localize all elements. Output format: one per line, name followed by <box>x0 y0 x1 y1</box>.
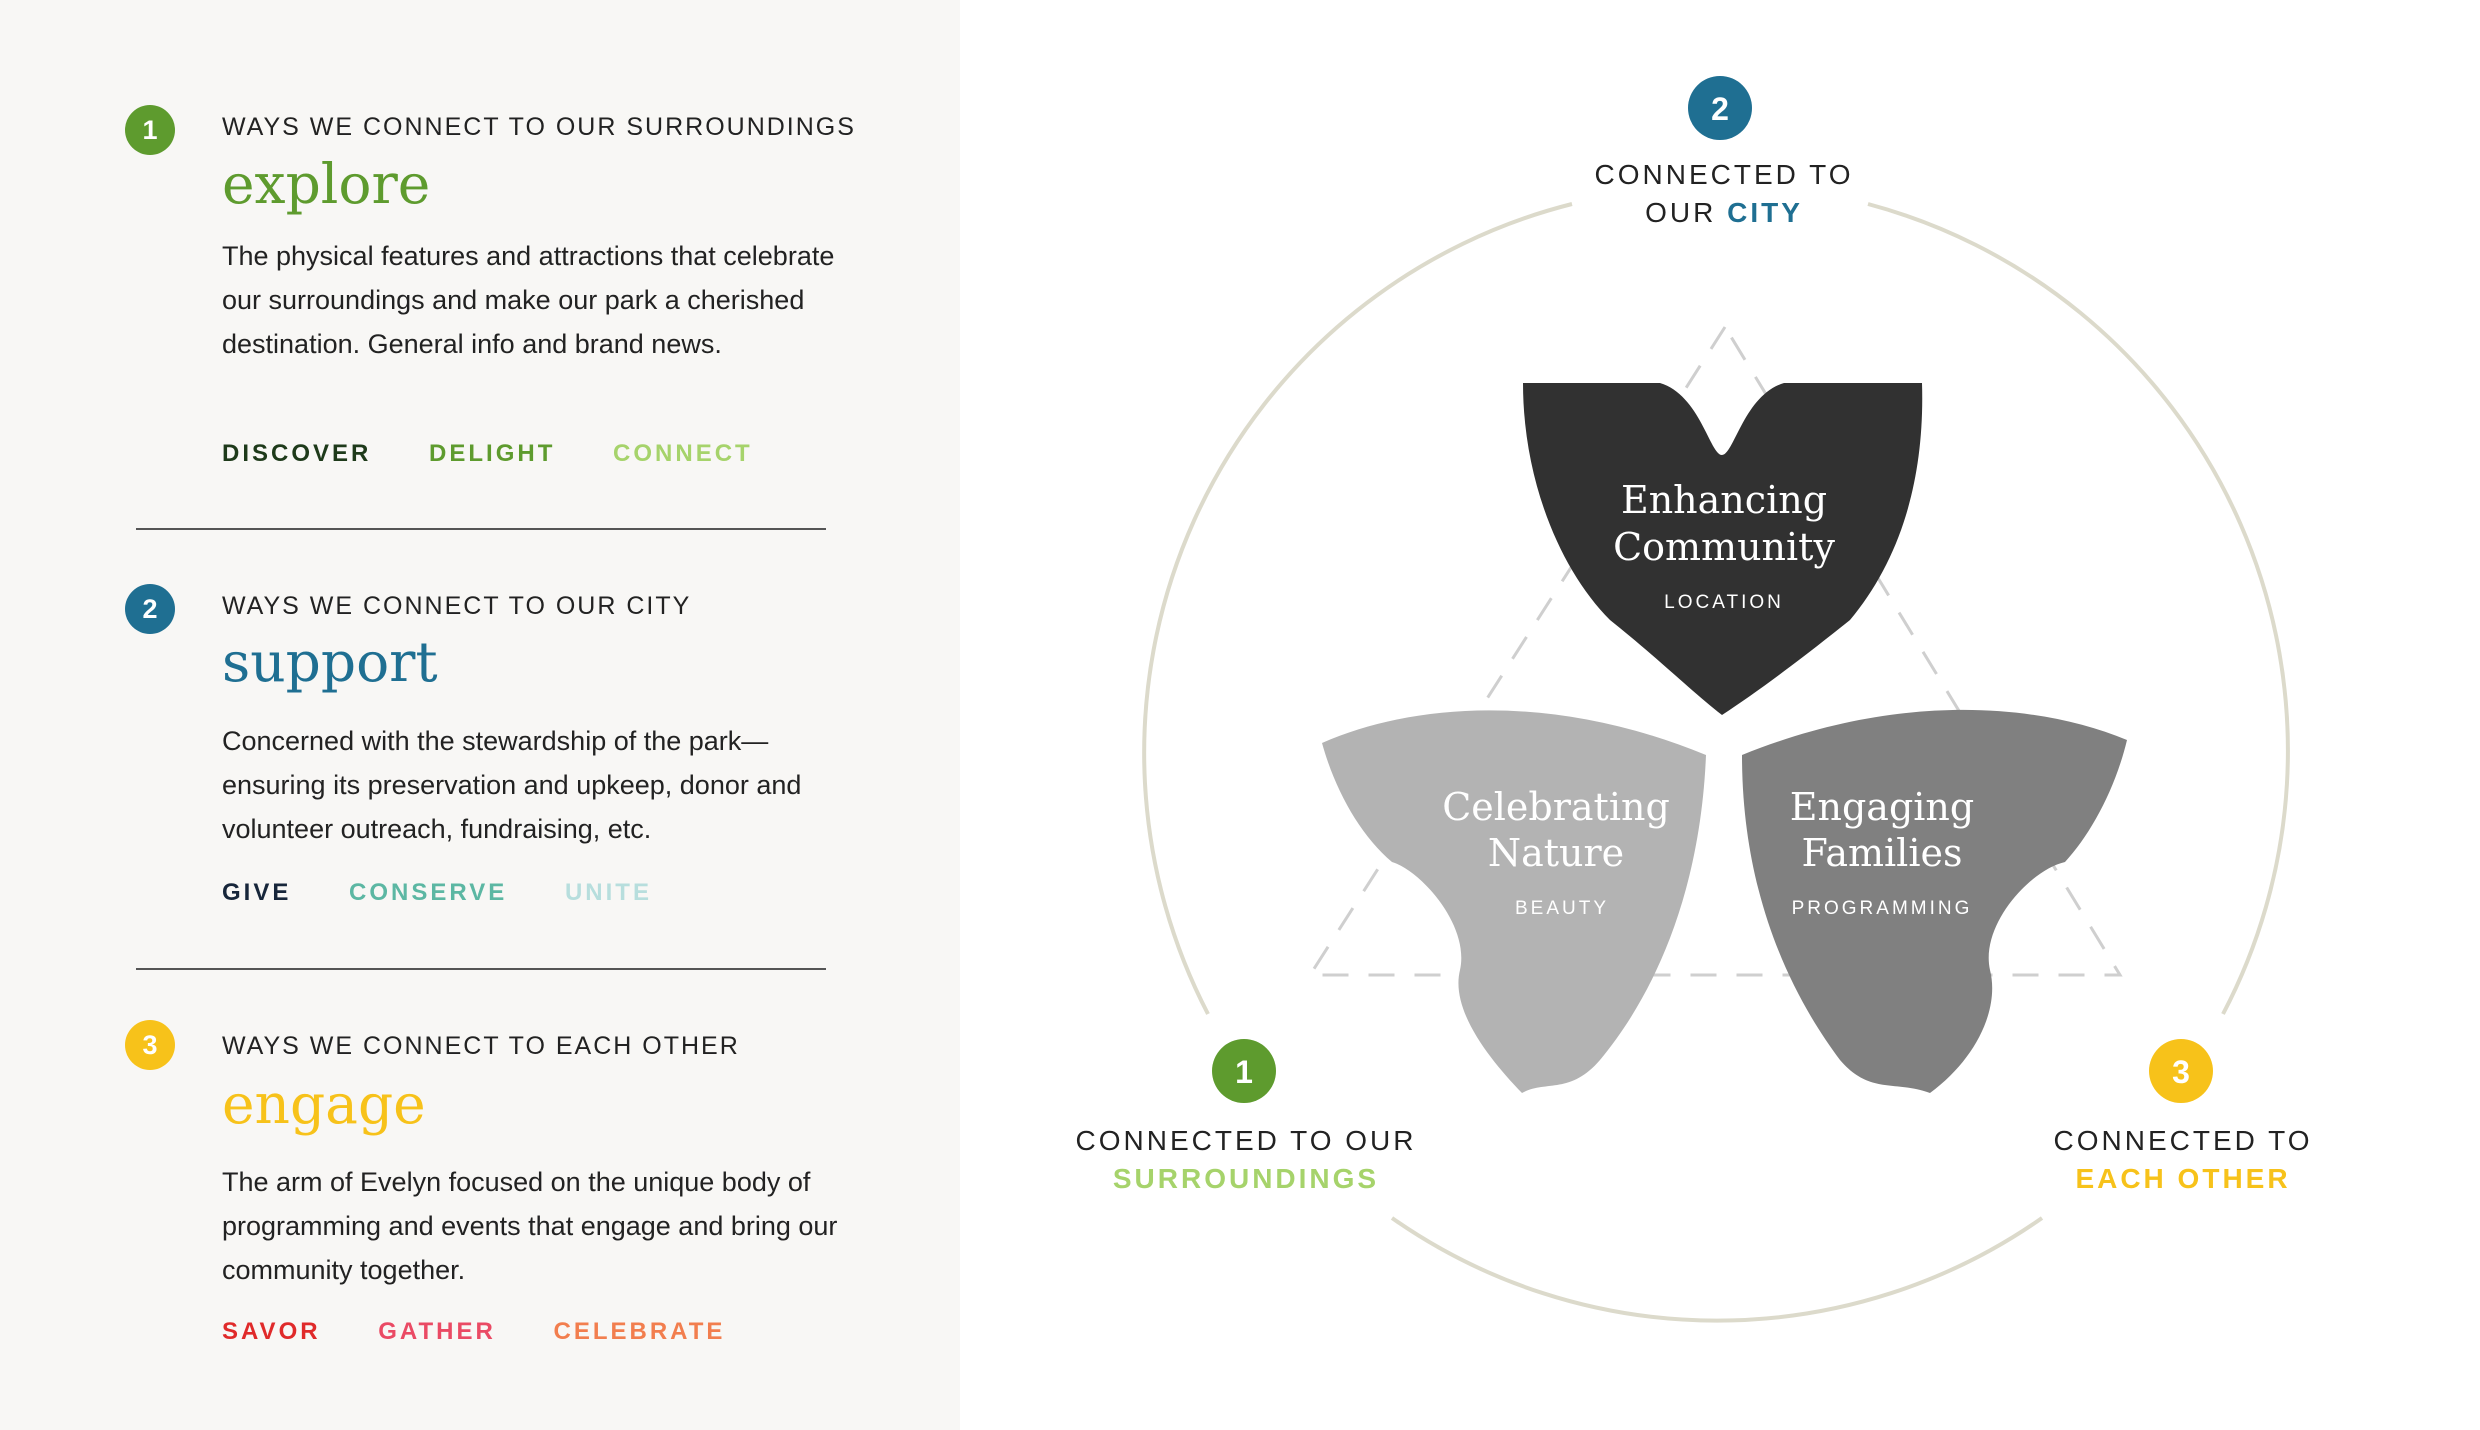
node-label-highlight: CITY <box>1727 197 1803 228</box>
petal-shape <box>1523 383 1923 715</box>
left-panel: 1 WAYS WE CONNECT TO OUR SURROUNDINGS ex… <box>0 0 960 1430</box>
section-tags: GIVE CONSERVE UNITE <box>222 879 700 907</box>
section-label: WAYS WE CONNECT TO OUR CITY <box>222 592 692 620</box>
petal-celebrating-nature[interactable]: Celebrating Nature BEAUTY <box>1322 710 1706 1093</box>
node-number: 3 <box>2172 1054 2190 1090</box>
section-number-badge: 2 <box>125 584 175 634</box>
node-label-line1: CONNECTED TO <box>1595 159 1854 190</box>
petal-subtitle: BEAUTY <box>1515 898 1609 919</box>
petal-title-line1: Enhancing <box>1621 478 1827 522</box>
section-label: WAYS WE CONNECT TO EACH OTHER <box>222 1032 740 1060</box>
section-divider <box>136 528 826 530</box>
node-label-line2: OUR CITY <box>1645 197 1803 228</box>
petal-title-line2: Community <box>1613 525 1835 569</box>
petal-enhancing-community[interactable]: Enhancing Community LOCATION <box>1523 383 1923 715</box>
node-label-line1: CONNECTED TO OUR <box>1076 1125 1417 1156</box>
node-label-highlight: SURROUNDINGS <box>1113 1163 1379 1194</box>
section-title: support <box>222 630 438 694</box>
petal-shape <box>1322 710 1706 1093</box>
node-connected-to-city: 2 CONNECTED TO OUR CITY <box>1595 76 1854 228</box>
tag-connect[interactable]: CONNECT <box>613 440 753 467</box>
node-label-prefix: OUR <box>1645 197 1727 228</box>
outer-circle <box>1142 202 2290 1323</box>
tag-gather[interactable]: GATHER <box>378 1318 496 1345</box>
petal-engaging-families[interactable]: Engaging Families PROGRAMMING <box>1742 709 2127 1093</box>
node-number-badge <box>2149 1039 2213 1103</box>
section-number-badge: 3 <box>125 1020 175 1070</box>
section-divider <box>136 968 826 970</box>
node-number-badge <box>1688 76 1752 140</box>
section-title: explore <box>222 152 431 216</box>
node-number-badge <box>1212 1039 1276 1103</box>
tag-celebrate[interactable]: CELEBRATE <box>553 1318 726 1345</box>
tag-conserve[interactable]: CONSERVE <box>349 879 508 906</box>
section-title: engage <box>222 1072 426 1136</box>
petal-title-line2: Families <box>1802 831 1963 875</box>
node-label-line1: CONNECTED TO <box>2054 1125 2313 1156</box>
section-description: The arm of Evelyn focused on the unique … <box>222 1167 838 1285</box>
section-number-badge: 1 <box>125 105 175 155</box>
node-label-highlight: EACH OTHER <box>2075 1163 2290 1194</box>
node-number: 1 <box>1235 1054 1253 1090</box>
section-label: WAYS WE CONNECT TO OUR SURROUNDINGS <box>222 113 856 141</box>
petal-subtitle: PROGRAMMING <box>1792 898 1973 919</box>
section-tags: SAVOR GATHER CELEBRATE <box>222 1318 773 1346</box>
section-tags: DISCOVER DELIGHT CONNECT <box>222 440 801 468</box>
tag-unite[interactable]: UNITE <box>564 879 652 906</box>
tag-delight[interactable]: DELIGHT <box>429 440 556 467</box>
petal-title-line1: Engaging <box>1790 785 1974 829</box>
petal-title-line2: Nature <box>1488 831 1624 875</box>
node-connected-to-surroundings: 1 CONNECTED TO OUR SURROUNDINGS <box>1076 1039 1417 1194</box>
petal-title-line1: Celebrating <box>1442 785 1670 829</box>
section-description: The physical features and attractions th… <box>222 241 835 359</box>
petal-subtitle: LOCATION <box>1664 592 1784 613</box>
node-number: 2 <box>1711 91 1729 127</box>
petal-shape <box>1742 709 2127 1093</box>
section-description: Concerned with the stewardship of the pa… <box>222 726 802 844</box>
tag-give[interactable]: GIVE <box>222 879 292 906</box>
tag-discover[interactable]: DISCOVER <box>222 440 372 467</box>
dashed-triangle <box>1307 324 2123 977</box>
tag-savor[interactable]: SAVOR <box>222 1318 321 1345</box>
node-connected-to-each-other: 3 CONNECTED TO EACH OTHER <box>2054 1039 2313 1194</box>
